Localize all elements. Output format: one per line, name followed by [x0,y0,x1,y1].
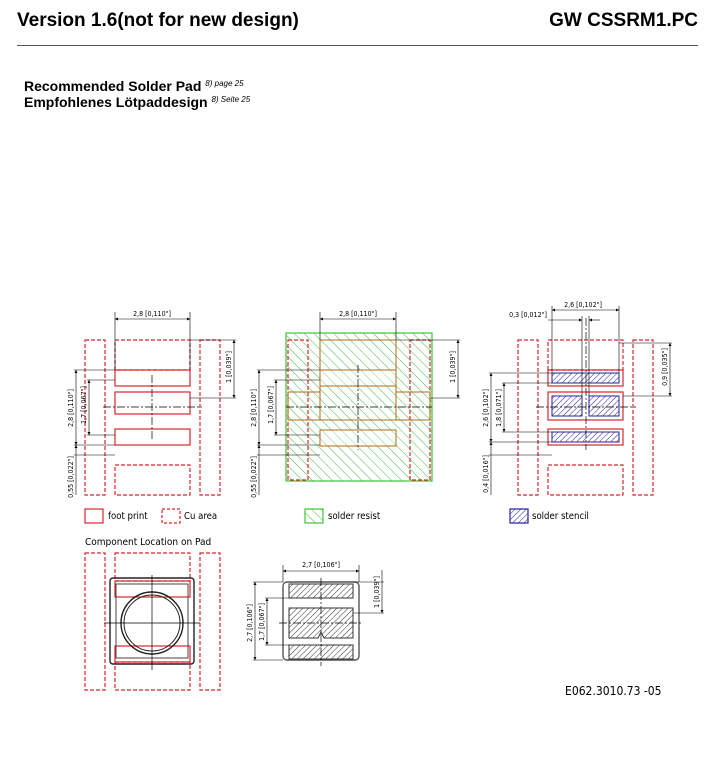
package-drawing: 2,7 [0,106"] 2,7 [0,106"] 1,7 [0,067"] 1… [246,561,384,666]
header-rule [17,45,698,46]
package-pad-height-label: 1 [0,039"] [373,576,381,608]
package-inner-label: 1,7 [0,067"] [258,603,266,641]
subtitle-en-title: Recommended Solder Pad [24,78,202,94]
legend-solder-stencil-label: solder stencil [532,511,589,522]
resist-pad-height-label: 1 [0,039"] [449,351,457,383]
document-number: E062.3010.73 -05 [565,684,662,698]
component-location-caption: Component Location on Pad [85,537,211,548]
package-width-label: 2,7 [0,106"] [302,561,340,569]
footprint-inner-label: 1,7 [0,067"] [80,386,88,424]
subtitle-en-note: 8) page 25 [205,79,244,88]
legend: foot print Cu area solder resist solder … [84,508,589,524]
stencil-drawing: 2,6 [0,102"] 0,3 [0,012"] 2,6 [0,102"] 1… [482,301,672,496]
footprint-width-label: 2,8 [0,110"] [133,310,171,318]
legend-solder-resist-label: solder resist [328,511,381,522]
legend-footprint-swatch [84,508,104,524]
resist-drawing: 2,8 [0,110"] 2,8 [0,110"] 1,7 [0,067"] 1… [250,310,460,498]
stencil-inner-label: 1,8 [0,071"] [495,389,503,427]
package-height-label: 2,7 [0,106"] [246,604,254,642]
legend-cu-area-swatch [161,508,181,524]
resist-gap-label: 0,55 [0,022"] [250,456,258,498]
footprint-pad-height-label: 1 [0,039"] [225,351,233,383]
subtitle-de-note: 8) Seite 25 [211,95,251,104]
header-version: Version 1.6(not for new design) [17,10,299,31]
legend-solder-resist-swatch [304,508,324,524]
footprint-drawing: 2,8 [0,110"] 2,8 [0,110"] 1,7 [0,067"] 1… [67,310,236,498]
resist-width-label: 2,8 [0,110"] [339,310,377,318]
subtitle-en: Recommended Solder Pad 8) page 25 [24,78,244,94]
resist-inner-label: 1,7 [0,067"] [267,386,275,424]
stencil-height-label: 2,6 [0,102"] [482,389,490,427]
stencil-slot-label: 0,3 [0,012"] [509,311,547,319]
header-part-number: GW CSSRM1.PC [549,10,698,31]
resist-height-label: 2,8 [0,110"] [250,389,258,427]
subtitle-de: Empfohlenes Lötpaddesign 8) Seite 25 [24,94,250,110]
legend-solder-stencil-swatch [509,508,529,524]
subtitle-de-title: Empfohlenes Lötpaddesign [24,94,208,110]
legend-footprint-label: foot print [108,511,148,522]
stencil-gap-label: 0,4 [0,016"] [482,455,490,493]
legend-cu-area-label: Cu area [184,511,217,522]
footprint-height-label: 2,8 [0,110"] [67,389,75,427]
stencil-pad-height-label: 0,9 [0,035"] [661,348,669,386]
footprint-gap-label: 0,55 [0,022"] [67,456,75,498]
stencil-width-label: 2,6 [0,102"] [564,301,602,309]
component-location-drawing [84,552,221,691]
